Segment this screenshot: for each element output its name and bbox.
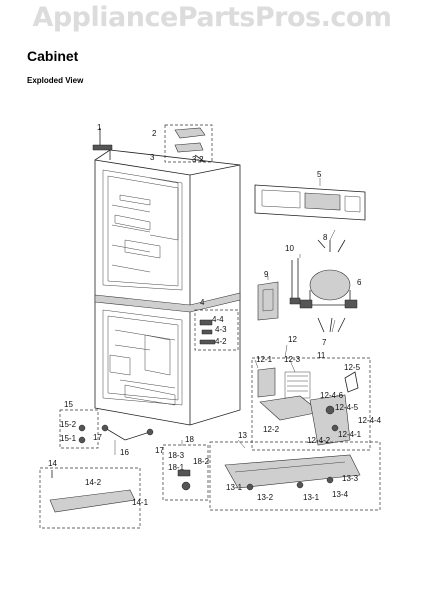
callout-2: 2 — [152, 129, 157, 138]
callout-5: 5 — [317, 170, 322, 179]
callout-18-2: 18-2 — [193, 457, 210, 466]
part-18-group — [162, 444, 209, 501]
callout-11: 11 — [317, 351, 326, 360]
callout-13-1a: 13-1 — [226, 483, 243, 492]
callout-12-4-5: 12-4-5 — [335, 403, 359, 412]
part-16-17 — [101, 424, 154, 441]
callout-18-3: 18-3 — [168, 451, 185, 460]
callout-13: 13 — [238, 431, 247, 440]
callout-12-4-2: 12-4-2 — [307, 436, 331, 445]
part-4-group — [194, 309, 239, 351]
callout-15-1: 15-1 — [60, 434, 77, 443]
callout-13-4: 13-4 — [332, 490, 349, 499]
callout-15: 15 — [64, 400, 73, 409]
callout-15-2: 15-2 — [60, 420, 77, 429]
part-15-group — [59, 409, 99, 449]
callout-6: 6 — [357, 278, 362, 287]
callout-17a: 17 — [93, 433, 102, 442]
callout-1: 1 — [97, 123, 102, 132]
callout-17b: 17 — [155, 446, 164, 455]
callout-8: 8 — [323, 233, 328, 242]
cabinet-body — [92, 128, 241, 426]
callout-18: 18 — [185, 435, 194, 444]
callout-16: 16 — [120, 448, 129, 457]
callout-18-1: 18-1 — [168, 463, 185, 472]
callout-4-3: 4-3 — [215, 325, 227, 334]
watermark: AppliancePartsPros.com — [32, 2, 392, 33]
part-12-group — [251, 357, 371, 451]
callout-14-1: 14-1 — [132, 498, 149, 507]
callout-13-1b: 13-1 — [303, 493, 320, 502]
callout-4-2: 4-2 — [215, 337, 227, 346]
part-2-3-group — [164, 124, 213, 163]
callout-9: 9 — [264, 270, 269, 279]
callout-4-4: 4-4 — [212, 315, 224, 324]
callout-3-2: 3-2 — [192, 155, 204, 164]
part-6-compressor — [299, 239, 358, 333]
diagram-title: Cabinet — [27, 48, 79, 64]
callout-12-1: 12-1 — [256, 355, 273, 364]
part-14-group — [39, 467, 141, 529]
callout-7: 7 — [322, 338, 327, 347]
diagram-subtitle: Exploded View — [27, 76, 84, 85]
callout-12-4-4: 12-4-4 — [358, 416, 382, 425]
callout-12-4-6: 12-4-6 — [320, 391, 344, 400]
callout-12: 12 — [288, 335, 297, 344]
callout-14-2: 14-2 — [85, 478, 102, 487]
callout-14: 14 — [48, 459, 57, 468]
part-5-control-panel — [254, 184, 366, 221]
callout-4: 4 — [200, 298, 205, 307]
callout-13-3: 13-3 — [342, 474, 359, 483]
callout-12-5: 12-5 — [344, 363, 361, 372]
callout-12-4-1: 12-4-1 — [338, 430, 362, 439]
part-9-10 — [257, 258, 301, 321]
callout-3: 3 — [150, 153, 155, 162]
callout-13-2: 13-2 — [257, 493, 274, 502]
part-13-group — [209, 441, 381, 511]
callout-12-2: 12-2 — [263, 425, 280, 434]
callout-10: 10 — [285, 244, 294, 253]
callout-12-3: 12-3 — [284, 355, 301, 364]
leader-lines — [114, 178, 336, 455]
